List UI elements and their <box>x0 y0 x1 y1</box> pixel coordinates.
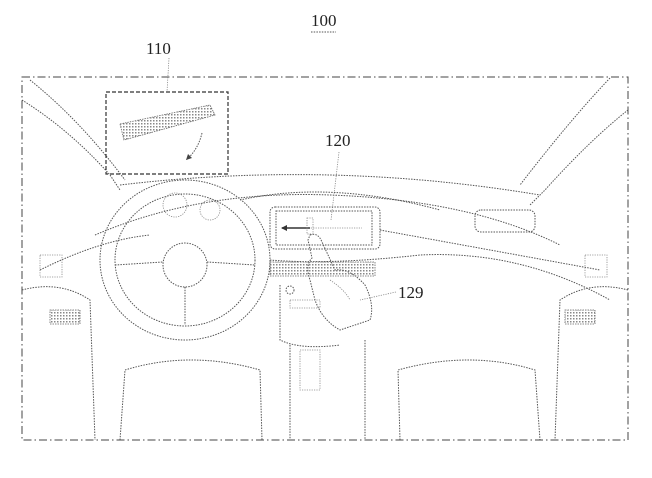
hand <box>307 233 373 331</box>
label-120: 120 <box>325 131 351 150</box>
arrow-icon <box>185 132 203 161</box>
label-100: 100 <box>311 11 337 30</box>
air-vent-center <box>269 261 376 277</box>
center-display <box>269 206 381 250</box>
gesture-image <box>119 104 216 141</box>
label-129: 129 <box>398 283 424 302</box>
windshield-pillars <box>21 77 629 206</box>
camera-view-box <box>105 91 229 175</box>
dashboard <box>39 191 611 440</box>
air-vent-right <box>474 209 536 233</box>
vehicle-interior-frame <box>21 76 629 441</box>
gear-shifter <box>299 349 321 391</box>
seats <box>119 359 541 441</box>
label-110: 110 <box>146 39 171 58</box>
door-panels <box>21 254 629 441</box>
steering-wheel <box>99 179 271 341</box>
